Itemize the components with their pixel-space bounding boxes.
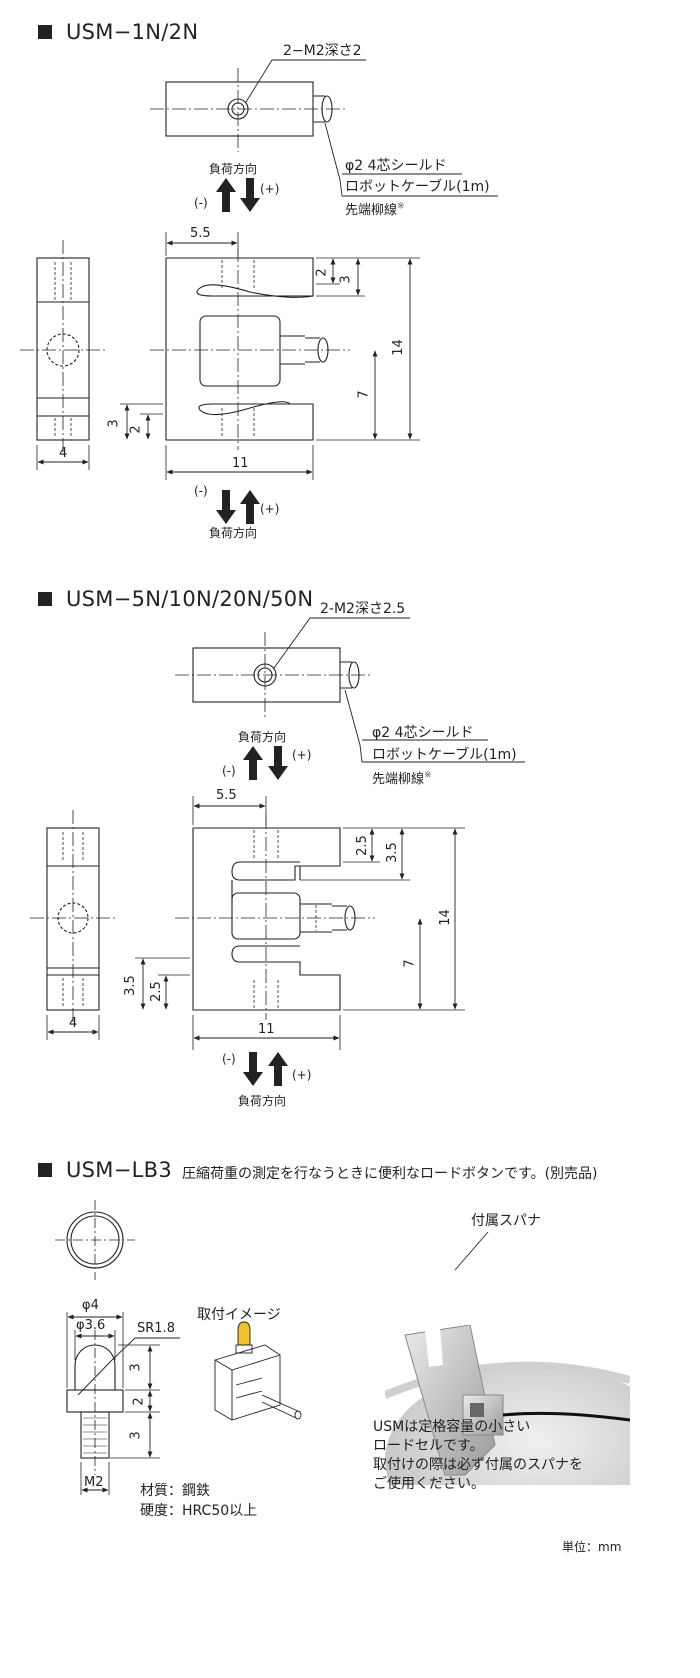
usm5-cable-line1: φ2 4芯シールド bbox=[372, 725, 474, 741]
usm1-dim-4: 4 bbox=[59, 446, 68, 461]
usm5-minus-top: (-) bbox=[222, 764, 236, 778]
usm5-dim-14: 14 bbox=[437, 909, 453, 926]
section-title-usm-1n-2n: USM−1N/2N bbox=[38, 20, 198, 44]
spanner-label: 付属スパナ bbox=[471, 1213, 541, 1229]
unit-label: 単位：mm bbox=[562, 1540, 622, 1554]
usm5-dim-4: 4 bbox=[69, 1016, 78, 1031]
usm5-cable-line3: 先端柳線※ bbox=[372, 768, 432, 787]
usm5-dim-3-5-top: 3.5 bbox=[384, 842, 400, 863]
spanner-photo bbox=[385, 1325, 630, 1485]
usm5-load-dir-top: 負荷方向 bbox=[238, 730, 287, 744]
usm1-cable-line1: φ2 4芯シールド bbox=[345, 158, 447, 174]
lb3-dim-phi4: φ4 bbox=[82, 1298, 99, 1313]
mount-image-sketch bbox=[214, 1321, 302, 1421]
usm1-minus-top: (-) bbox=[194, 196, 208, 210]
lb3-side-view bbox=[66, 1312, 180, 1495]
usm1-dim-11: 11 bbox=[232, 456, 249, 471]
usm5-screw-label: 2-M2深さ2.5 bbox=[320, 601, 406, 617]
usm5-load-arrows bbox=[243, 746, 288, 1086]
usm5-plus-bottom: (+) bbox=[292, 1068, 312, 1082]
title-text: USM−5N/10N/20N/50N bbox=[66, 587, 314, 611]
lb3-dim-phi36: φ3.6 bbox=[76, 1318, 106, 1333]
usm1-load-arrows bbox=[216, 178, 260, 524]
usm1-plus-bottom: (+) bbox=[260, 502, 280, 516]
spanner-leader-line bbox=[454, 1231, 489, 1271]
lb3-dim-3-top: 3 bbox=[128, 1363, 144, 1372]
usm1-screw-label: 2−M2深さ2 bbox=[283, 43, 362, 59]
usm1-cable-line2: ロボットケーブル(1m) bbox=[345, 179, 490, 195]
lb3-description: 圧縮荷重の測定を行なうときに便利なロードボタンです。(別売品) bbox=[182, 1166, 598, 1182]
lb3-note-line2: ロードセルです。 bbox=[373, 1438, 484, 1454]
lb3-top-view bbox=[55, 1200, 135, 1280]
usm1-minus-bottom: (-) bbox=[194, 484, 208, 498]
usm5-dim-2-5-top: 2.5 bbox=[354, 835, 370, 856]
usm1-dim-3-top: 3 bbox=[338, 275, 354, 284]
usm1-cable-line3: 先端柳線※ bbox=[345, 199, 405, 218]
usm5-dim-3-5-bottom: 3.5 bbox=[122, 975, 138, 996]
bullet-square-icon bbox=[38, 25, 52, 39]
usm1-top-view bbox=[150, 59, 498, 197]
usm5-front-view bbox=[135, 796, 465, 1050]
lb3-note-line1: USMは定格容量の小さい bbox=[373, 1419, 531, 1435]
usm1-front-view bbox=[120, 232, 420, 480]
usm5-load-dir-bottom: 負荷方向 bbox=[238, 1094, 287, 1108]
usm1-dim-5-5: 5.5 bbox=[190, 226, 211, 241]
section-title-usm-5n-50n: USM−5N/10N/20N/50N bbox=[38, 587, 313, 611]
usm1-load-dir-top: 負荷方向 bbox=[209, 162, 258, 176]
usm1-dim-14: 14 bbox=[390, 339, 406, 356]
usm1-dim-2-bottom: 2 bbox=[128, 425, 144, 434]
usm5-dim-7: 7 bbox=[402, 959, 418, 968]
lb3-dim-m2: M2 bbox=[84, 1475, 104, 1490]
section-title-usm-lb3: USM−LB3 bbox=[38, 1158, 172, 1182]
usm1-dim-7: 7 bbox=[356, 390, 372, 399]
lb3-dim-2: 2 bbox=[131, 1397, 147, 1406]
lb3-note-line4: ご使用ください。 bbox=[373, 1476, 485, 1492]
usm1-load-dir-bottom: 負荷方向 bbox=[209, 526, 258, 540]
usm1-dim-2-top: 2 bbox=[314, 268, 330, 277]
lb3-note-line3: 取付けの際は必ず付属のスパナを bbox=[373, 1457, 583, 1473]
bullet-square-icon bbox=[38, 1163, 52, 1177]
usm5-minus-bottom: (-) bbox=[222, 1052, 236, 1066]
material-line2: 硬度：HRC50以上 bbox=[140, 1503, 258, 1519]
bullet-square-icon bbox=[38, 592, 52, 606]
note-mark: ※ bbox=[424, 770, 432, 781]
cable-line3-text: 先端柳線 bbox=[372, 772, 425, 787]
usm5-dim-11: 11 bbox=[258, 1022, 275, 1037]
material-line1: 材質：鋼鉄 bbox=[140, 1483, 210, 1499]
usm5-dim-5-5: 5.5 bbox=[216, 788, 237, 803]
usm5-top-view bbox=[175, 617, 525, 763]
usm5-cable-line2: ロボットケーブル(1m) bbox=[372, 747, 517, 763]
mount-image-label: 取付イメージ bbox=[197, 1307, 281, 1323]
usm5-dim-2-5-bottom: 2.5 bbox=[148, 981, 164, 1002]
lb3-dim-sr18: SR1.8 bbox=[137, 1321, 175, 1336]
title-text: USM−LB3 bbox=[66, 1158, 172, 1182]
usm1-plus-top: (+) bbox=[260, 182, 280, 196]
usm5-side-view bbox=[30, 810, 115, 1040]
title-text: USM−1N/2N bbox=[66, 20, 199, 44]
note-mark: ※ bbox=[397, 201, 405, 212]
cable-line3-text: 先端柳線 bbox=[345, 203, 398, 218]
lb3-dim-3-bottom: 3 bbox=[128, 1431, 144, 1440]
usm5-plus-top: (+) bbox=[292, 748, 312, 762]
usm1-dim-3-bottom: 3 bbox=[106, 419, 122, 428]
usm1-side-view bbox=[20, 240, 105, 470]
